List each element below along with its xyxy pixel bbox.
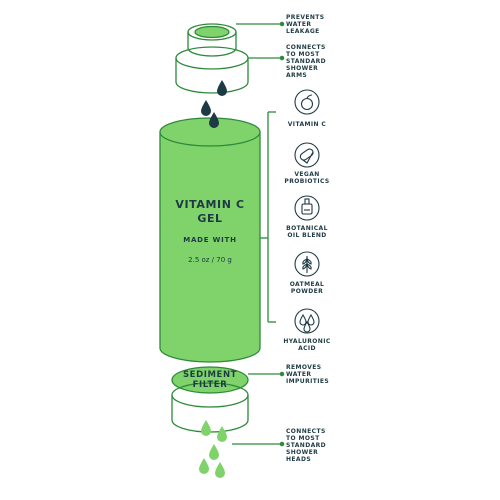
water-drop-icon xyxy=(209,444,219,460)
benefits-bracket xyxy=(260,111,276,323)
oil-bottle-icon xyxy=(301,198,313,215)
water-drop-icon xyxy=(199,458,209,474)
water-drop-icon xyxy=(217,80,227,96)
capsule-icon xyxy=(299,148,314,164)
sediment-label-line1: SEDIMENT xyxy=(182,370,238,380)
cartridge-title-line1: VITAMIN C xyxy=(175,198,245,211)
water-drop-icon xyxy=(215,462,225,478)
top-cap xyxy=(175,46,249,94)
top-washer xyxy=(187,23,237,57)
sediment-label-line2: FILTER xyxy=(192,380,228,390)
note-connects-shower-arms: CONNECTS TO MOST STANDARD SHOWER ARMS xyxy=(286,44,327,79)
oat-grain-icon xyxy=(302,256,312,273)
sediment-filter xyxy=(171,366,249,433)
benefit-label-hyaluronic-acid: HYALURONIC ACID xyxy=(283,338,331,352)
note-removes-impurities: REMOVES WATER IMPURITIES xyxy=(286,364,330,385)
water-drop-icon xyxy=(201,420,211,436)
cartridge-title-line2: GEL xyxy=(197,212,223,225)
note-prevents-leakage: PREVENTS WATER LEAKAGE xyxy=(286,14,325,35)
water-drop-icon xyxy=(209,112,219,128)
water-drop-icon xyxy=(201,100,211,116)
benefit-label-vegan-probiotics: VEGAN PROBIOTICS xyxy=(284,171,330,185)
cartridge-subtitle: MADE WITH xyxy=(183,236,237,244)
orange-fruit-icon xyxy=(300,94,314,111)
benefit-label-vitamin-c: VITAMIN C xyxy=(287,121,327,128)
benefit-label-oatmeal-powder: OATMEAL POWDER xyxy=(289,281,325,295)
vitamin-c-cartridge xyxy=(159,117,261,363)
cartridge-weight: 2.5 oz / 70 g xyxy=(188,256,232,264)
note-connects-shower-heads: CONNECTS TO MOST STANDARD SHOWER HEADS xyxy=(286,428,327,463)
benefit-label-botanical-oil: BOTANICAL OIL BLEND xyxy=(286,225,328,239)
water-drops-icon xyxy=(299,313,315,333)
water-drop-icon xyxy=(217,426,227,442)
